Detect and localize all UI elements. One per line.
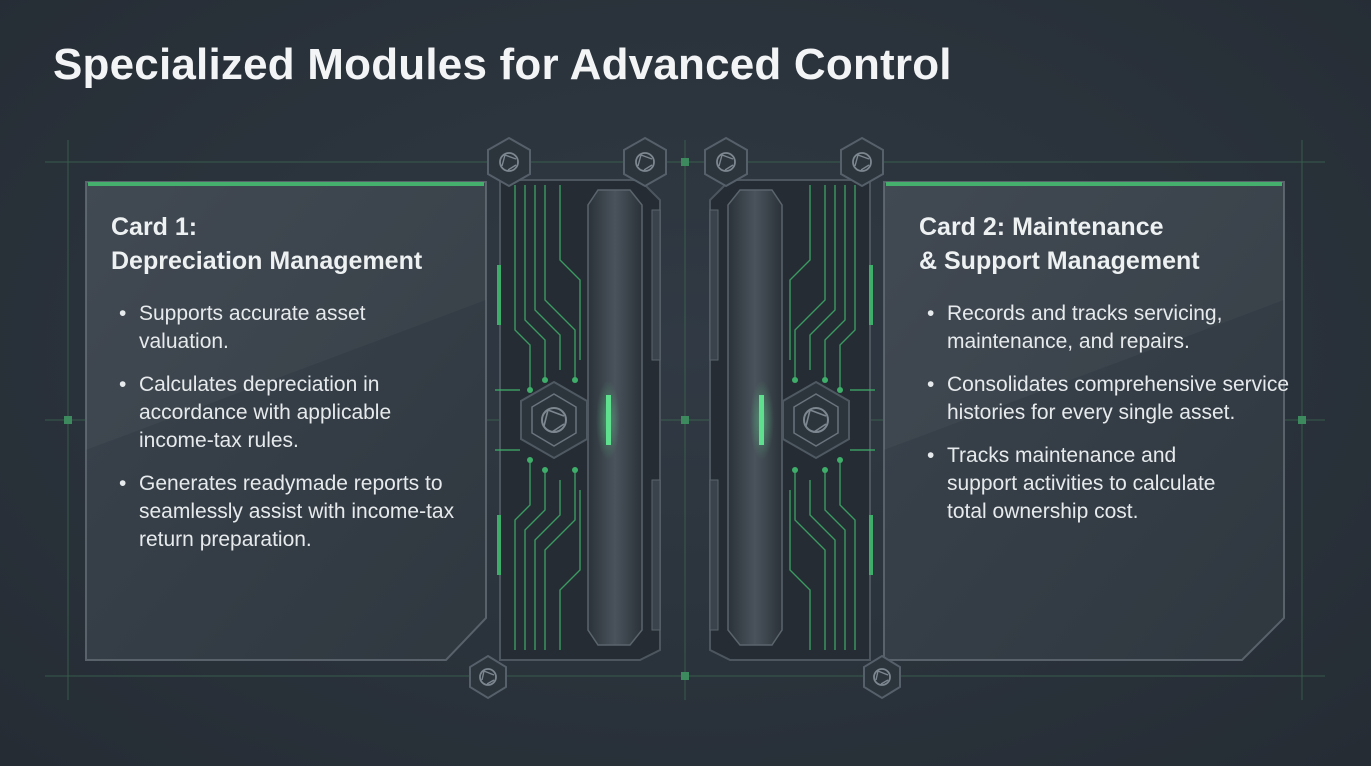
aperture-hex-icon-group	[469, 136, 901, 700]
left-circuit-panel	[495, 179, 661, 661]
card-2-heading: Card 2: Maintenance & Support Management	[919, 210, 1279, 278]
card-1-bullet-3: Generates readymade reports to seamlessl…	[111, 470, 474, 554]
card-1-heading: Card 1: Depreciation Management	[111, 210, 471, 278]
card-2-bullet-2: Consolidates comprehensive service histo…	[919, 371, 1292, 427]
card-2: Card 2: Maintenance & Support Management…	[919, 210, 1289, 541]
card-1-heading-line2: Depreciation Management	[111, 247, 423, 275]
card-1-heading-line1: Card 1:	[111, 213, 198, 241]
card-1: Card 1: Depreciation Management Supports…	[111, 210, 471, 569]
card-2-bullet-3: Tracks maintenance and support activitie…	[919, 442, 1247, 526]
card-2-bullet-1: Records and tracks servicing, maintenanc…	[919, 300, 1292, 356]
right-circuit-panel	[709, 179, 875, 661]
card-2-heading-line1: Card 2: Maintenance	[919, 213, 1164, 241]
card-1-bullet-1: Supports accurate asset valuation.	[111, 300, 419, 356]
card-2-bullet-list: Records and tracks servicing, maintenanc…	[919, 300, 1289, 526]
card-1-bullet-2: Calculates depreciation in accordance wi…	[111, 371, 469, 455]
page-title: Specialized Modules for Advanced Control	[53, 40, 952, 89]
card-2-heading-line2: & Support Management	[919, 247, 1200, 275]
card-1-bullet-list: Supports accurate asset valuation. Calcu…	[111, 300, 471, 554]
